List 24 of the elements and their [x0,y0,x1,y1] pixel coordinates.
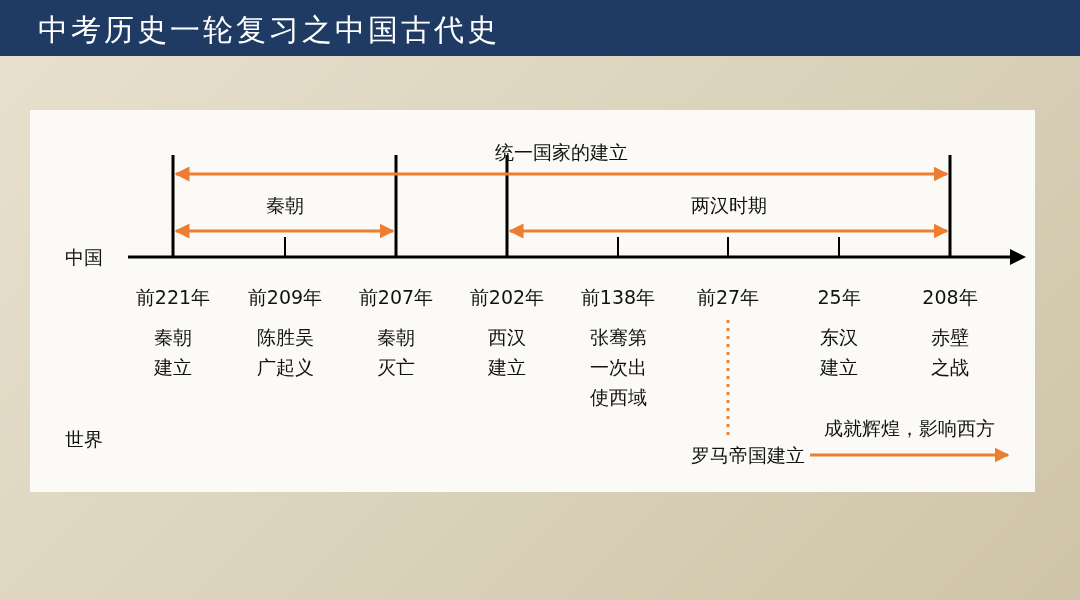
event-label: 赤壁之战 [930,325,970,380]
year-label: 前202年 [469,285,545,310]
event-label: 陈胜吴广起义 [255,325,315,380]
year-label: 前221年 [135,285,211,310]
year-label: 前209年 [247,285,323,310]
event-label: 东汉建立 [819,325,859,380]
span-label: 统一国家的建立 [495,140,628,165]
event-label: 秦朝灭亡 [376,325,416,380]
year-label: 25年 [817,285,861,310]
edge-label: 成就辉煌，影响西方 [823,416,995,441]
event-label: 罗马帝国建立 [686,440,810,470]
event-label: 秦朝建立 [153,325,193,380]
year-label: 前207年 [358,285,434,310]
title: 中考历史一轮复习之中国古代史 [38,11,500,49]
axis-label: 世界 [65,427,103,452]
event-label: 西汉建立 [487,325,527,380]
event-label: 张骞第一次出使西域 [588,325,648,410]
arrow [810,447,1010,463]
year-label: 前138年 [580,285,656,310]
axis-label: 中国 [65,245,103,270]
span-label: 秦朝 [265,193,304,218]
span-label: 两汉时期 [690,193,767,218]
year-label: 208年 [922,285,978,310]
year-label: 前27年 [688,282,768,312]
